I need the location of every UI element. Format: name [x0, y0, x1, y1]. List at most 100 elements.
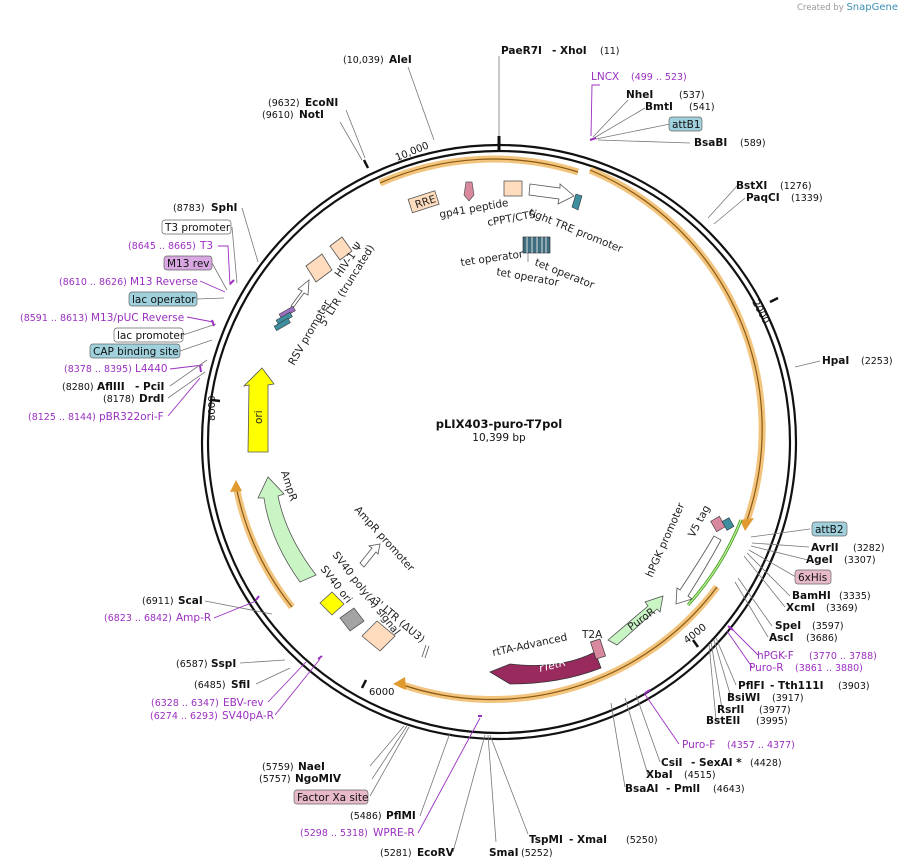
svg-text:AgeI: AgeI: [806, 554, 833, 566]
primer-label-m13-puc-reverse: (8591 .. 8613) M13/pUC Reverse: [20, 312, 184, 324]
svg-text:(9610): (9610): [262, 110, 294, 121]
svg-text:- Tth111I: - Tth111I: [770, 680, 824, 692]
svg-text:(3335): (3335): [839, 591, 871, 602]
enzyme-label-bsiwi: BsiWI (3917): [727, 692, 804, 704]
leader-smai: [487, 734, 497, 843]
leader-nhei: [592, 99, 629, 138]
enzyme-label-sphi: (8783) SphI: [173, 202, 237, 214]
plasmid-size: 10,399 bp: [472, 432, 526, 444]
primer-label-m13-reverse: (8610 .. 8626) M13 Reverse: [59, 276, 198, 288]
primer-label-wpre-r: (5298 .. 5318) WPRE-R: [300, 827, 415, 839]
tick-mark-10000: [362, 159, 370, 169]
ampr-label: AmpR: [278, 469, 299, 503]
leader-bstxi: [707, 185, 738, 219]
enzyme-label-avrii: AvrII (3282): [811, 542, 885, 554]
enzyme-label-xbai: XbaI (4515): [646, 769, 716, 781]
leader-m13reverse: [199, 280, 226, 293]
svg-text:(3917): (3917): [772, 693, 804, 704]
primer-label-sv40pa-r: (6274 .. 6293) SV40pA-R: [150, 710, 274, 722]
svg-text:Puro-R: Puro-R: [749, 662, 784, 674]
enzyme-label-bsaai: BsaAI - PmlI (4643): [625, 783, 745, 795]
rsv-small-elements: [273, 305, 296, 331]
svg-text:HpaI: HpaI: [822, 355, 849, 367]
enzyme-label-xhoi: PaeR7I - XhoI (11): [501, 45, 620, 57]
leader-asci: [734, 581, 769, 638]
svg-text:attB2: attB2: [815, 524, 844, 536]
ltr3-marker-b: [421, 644, 427, 658]
svg-text:(5298 .. 5318): (5298 .. 5318): [300, 828, 368, 839]
enzyme-label-pflmi: (5486) PflMI: [350, 810, 416, 822]
svg-text:NaeI: NaeI: [298, 761, 325, 773]
enzyme-label-econi: (9632) EcoNI: [268, 97, 338, 109]
svg-text:(6328 .. 6347): (6328 .. 6347): [151, 698, 219, 709]
attb2-element: [721, 517, 735, 531]
leader-attb2: [750, 528, 811, 538]
svg-text:Puro-F: Puro-F: [682, 739, 715, 751]
svg-text:(8178): (8178): [103, 394, 135, 405]
svg-text:PflFI: PflFI: [738, 680, 765, 692]
plasmid-name: pLIX403-puro-T7pol: [436, 417, 562, 431]
enzyme-label-bamhi: BamHI (3335): [792, 590, 871, 602]
svg-text:(589): (589): [740, 138, 766, 149]
svg-text:CAP binding site: CAP binding site: [93, 346, 179, 358]
feature-box-attb1: attB1: [668, 116, 703, 132]
leader-alei: [407, 66, 435, 141]
svg-text:(1276): (1276): [780, 181, 812, 192]
svg-text:(3307): (3307): [844, 555, 876, 566]
svg-text:BsiWI: BsiWI: [727, 692, 760, 704]
svg-text:(3686): (3686): [806, 633, 838, 644]
svg-text:PaqCI: PaqCI: [746, 192, 780, 204]
svg-text:- PmlI: - PmlI: [666, 783, 700, 795]
leader-cap: [179, 339, 213, 352]
svg-text:(6485): (6485): [194, 680, 226, 691]
svg-text:- XhoI: - XhoI: [552, 45, 587, 57]
leader-hpai: [794, 360, 821, 368]
feature-box-m13-rev: M13 rev: [163, 255, 213, 271]
leader-pbr322: [167, 377, 201, 417]
svg-text:WPRE-R: WPRE-R: [373, 827, 415, 839]
enzyme-label-scai: (6911) ScaI: [142, 595, 203, 607]
primer-label-hpgk-f: hPGK-F (3770 .. 3788): [757, 650, 877, 662]
svg-text:(8783): (8783): [173, 203, 205, 214]
svg-text:(8280): (8280): [62, 382, 94, 393]
leader-t3promoter: [231, 226, 238, 284]
arc-bottom-arrowhead: [393, 677, 406, 690]
leader-bsteii: [708, 643, 717, 721]
enzyme-label-afliii: (8280) AflIII - PciI: [62, 381, 164, 393]
leader-rsrii: [710, 641, 723, 710]
enzyme-label-ecorv: (5281) EcoRV: [380, 847, 455, 859]
svg-text:AscI: AscI: [769, 632, 794, 644]
leader-puror: [726, 630, 753, 668]
svg-text:(3903): (3903): [838, 681, 870, 692]
arc-left-arrowhead: [230, 480, 242, 492]
rsv-promoter-arrow: [290, 279, 310, 309]
svg-text:- XmaI: - XmaI: [569, 834, 607, 846]
enzyme-label-bsteii: BstEII (3995): [706, 715, 788, 727]
svg-text:EcoRV: EcoRV: [417, 847, 455, 859]
rre-feature: RRE: [407, 190, 440, 214]
svg-text:(5486): (5486): [350, 811, 382, 822]
svg-text:(5250): (5250): [626, 835, 658, 846]
tet-operator-label-1: tet operator: [460, 248, 525, 269]
ori-feature: [242, 367, 275, 453]
enzyme-label-drdi: (8178) DrdI: [103, 393, 164, 405]
leader-hpgkf: [729, 626, 759, 656]
leader-lacoperator: [196, 297, 225, 300]
feature-box-6xhis: 6xHis: [794, 569, 832, 585]
leader-econi: [345, 109, 366, 159]
svg-text:hPGK-F: hPGK-F: [757, 650, 794, 662]
svg-text:AvrII: AvrII: [811, 542, 839, 554]
gp41-feature: [463, 181, 475, 202]
svg-text:TspMI: TspMI: [529, 834, 563, 846]
rtta-label: rtTA-Advanced: [491, 631, 568, 659]
tre-element: [571, 193, 583, 211]
t2a-feature: [590, 638, 606, 660]
cppt-feature: [503, 180, 523, 197]
svg-text:(6911): (6911): [142, 596, 174, 607]
leader-ecorv: [452, 734, 486, 853]
leader-6xhis: [748, 549, 797, 578]
svg-text:XcmI: XcmI: [786, 602, 815, 614]
svg-text:(4515): (4515): [684, 770, 716, 781]
svg-text:T3 promoter: T3 promoter: [164, 222, 231, 234]
